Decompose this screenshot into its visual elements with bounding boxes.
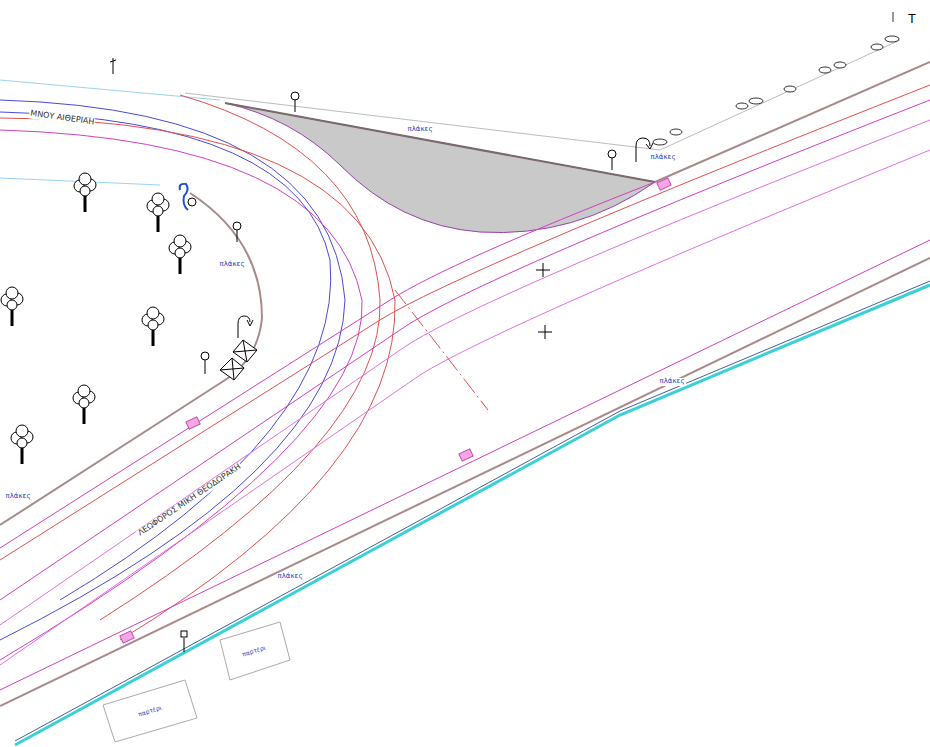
kiosk-symbol (188, 198, 257, 380)
sidewalk-line (660, 40, 900, 150)
lane-line (0, 240, 930, 690)
lane-line (100, 95, 380, 620)
lane-line (0, 120, 930, 625)
boundary-line (15, 281, 930, 741)
lamp-post (110, 58, 616, 652)
marker-letter: T (907, 13, 916, 26)
traffic-island (225, 103, 655, 233)
car-symbol (653, 12, 899, 145)
lane-line (0, 150, 930, 665)
arrow-sign (238, 138, 653, 338)
street-name: ΜΝΟΥ ΑΙΘΕΡΙΑΗ (28, 109, 95, 127)
surface-note: πλάκες (650, 154, 677, 162)
survey-point (536, 263, 552, 339)
curb (0, 258, 930, 706)
lane-line (0, 100, 345, 640)
lane-line (0, 112, 331, 600)
planter-box (103, 622, 290, 742)
planter-note: παρτέρι (137, 704, 164, 718)
tree-symbol (1, 173, 191, 464)
lane-line (0, 130, 362, 660)
boundary-line (15, 285, 930, 745)
planter-note: παρτέρι (241, 644, 268, 658)
surface-note: πλάκες (277, 573, 304, 581)
edge-mark (180, 184, 188, 210)
lane-line (0, 182, 655, 548)
lane-line (0, 85, 930, 560)
lane-line (0, 118, 395, 640)
surface-note: πλάκες (219, 261, 246, 269)
marker (120, 178, 671, 643)
surface-note: πλάκες (407, 126, 434, 134)
axis-line (395, 290, 488, 410)
sidewalk-line (185, 93, 660, 150)
surface-note: πλάκες (659, 378, 686, 386)
surface-note: πλάκες (5, 493, 32, 501)
curb (655, 62, 930, 182)
